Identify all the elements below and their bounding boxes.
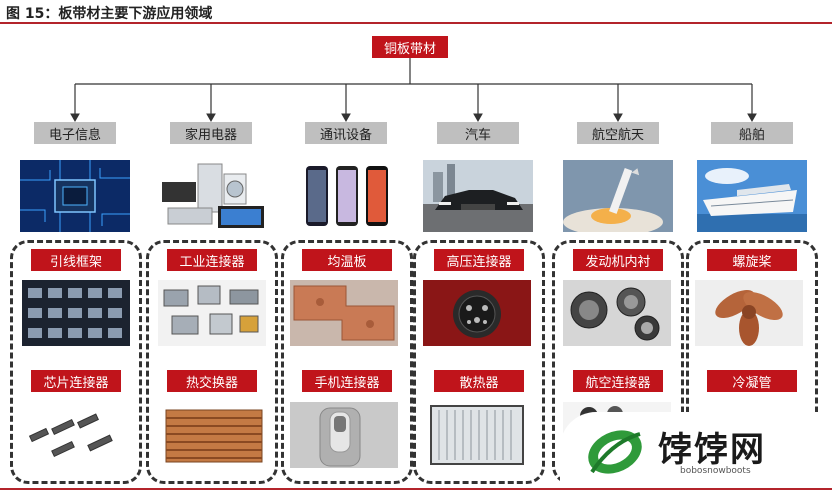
arrow-6: [747, 113, 757, 123]
product-label-heat-exchanger: 热交换器: [167, 370, 257, 392]
radiator-image: [423, 402, 531, 468]
arrow-4: [473, 113, 483, 123]
engine-liner-image: [563, 280, 671, 346]
vapor-chamber-image: [290, 280, 398, 346]
propeller-image: [695, 280, 803, 346]
group-box-appliances: [146, 240, 278, 484]
product-label-industrial-connector: 工业连接器: [167, 249, 257, 271]
bottom-divider: [0, 488, 832, 490]
product-label-aviation-connector: 航空连接器: [573, 370, 663, 392]
rocket-launch-image: [563, 160, 673, 232]
product-label-phone-connector: 手机连接器: [302, 370, 392, 392]
category-label-shipbuilding: 船舶: [711, 122, 793, 144]
category-label-appliances: 家用电器: [170, 122, 252, 144]
product-label-condenser-tube: 冷凝管: [707, 370, 797, 392]
category-label-automotive: 汽车: [437, 122, 519, 144]
phone-connector-image: [290, 402, 398, 468]
cruise-ship-image: [697, 160, 807, 232]
watermark-domain: bobosnowboots: [680, 466, 751, 476]
arrow-2: [206, 113, 216, 123]
chip-circuit-image: [20, 160, 130, 232]
car-image: [423, 160, 533, 232]
arrow-1: [70, 113, 80, 123]
product-label-lead-frame: 引线框架: [31, 249, 121, 271]
category-label-electronics: 电子信息: [34, 122, 116, 144]
watermark-name: 饽饽网: [658, 430, 766, 470]
figure-title: 图 15：板带材主要下游应用领域: [6, 6, 213, 22]
watermark-logo: 饽饽网 bobosnowboots: [560, 412, 832, 488]
home-appliances-image: [158, 160, 268, 232]
product-label-radiator: 散热器: [434, 370, 524, 392]
group-box-automotive: [413, 240, 545, 484]
product-label-engine-liner: 发动机内衬: [573, 249, 663, 271]
industrial-connector-image: [158, 280, 266, 346]
hv-connector-image: [423, 280, 531, 346]
heat-exchanger-image: [160, 402, 268, 468]
lead-frame-image: [22, 280, 130, 346]
category-label-telecom: 通讯设备: [305, 122, 387, 144]
group-box-telecom: [281, 240, 413, 484]
product-label-hv-connector: 高压连接器: [434, 249, 524, 271]
product-label-chip-connector: 芯片连接器: [31, 370, 121, 392]
smartphones-image: [292, 160, 402, 232]
group-box-electronics: [10, 240, 142, 484]
arrow-3: [341, 113, 351, 123]
product-label-propeller: 螺旋桨: [707, 249, 797, 271]
leaf-logo-icon: [588, 430, 642, 474]
title-divider: [0, 22, 832, 24]
arrow-5: [613, 113, 623, 123]
product-label-vapor-chamber: 均温板: [302, 249, 392, 271]
chip-connector-image: [22, 402, 130, 468]
category-label-aerospace: 航空航天: [577, 122, 659, 144]
root-node: 铜板带材: [372, 36, 448, 58]
